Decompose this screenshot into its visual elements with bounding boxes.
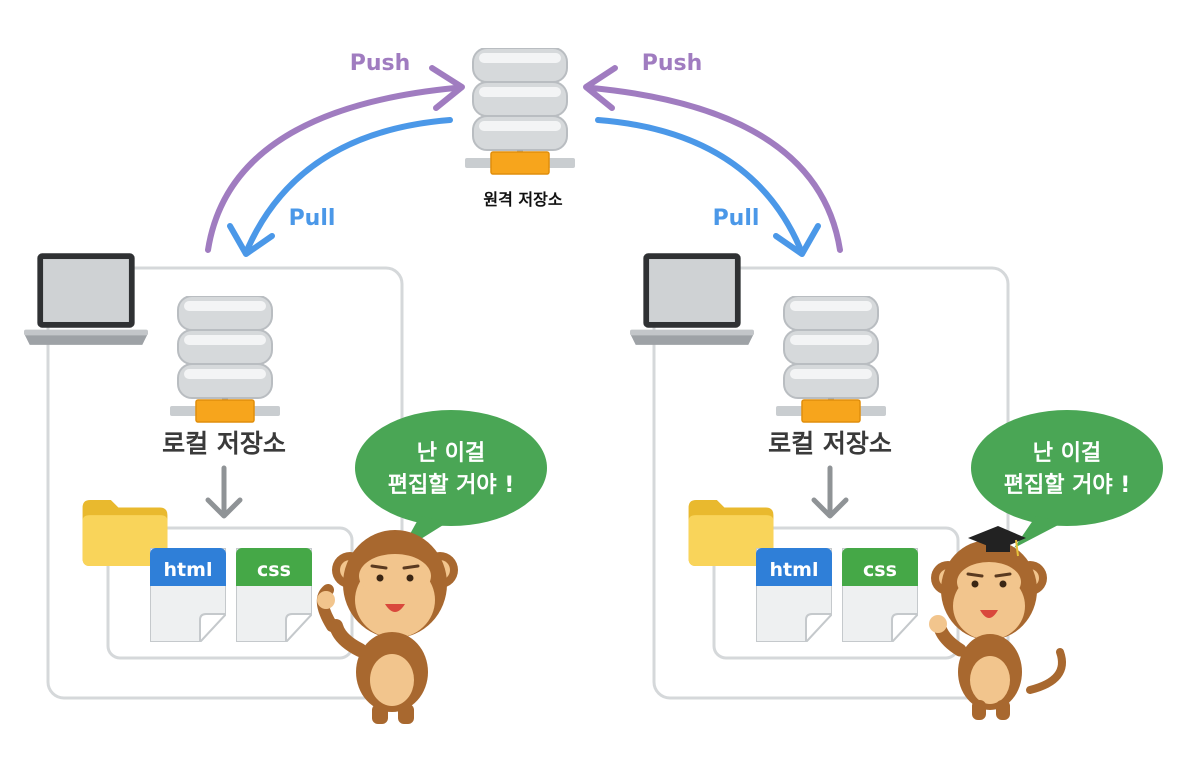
push-arrowhead-left [429, 65, 465, 111]
workstation-right: 로컬 저장소 html css 난 이걸 편집할 거야 ! [630, 253, 1163, 720]
push-arrowhead-right [583, 65, 618, 111]
local-repository-label: 로컬 저장소 [162, 429, 286, 458]
css-file-label: css [257, 559, 291, 581]
css-file: css [842, 548, 918, 642]
monkey-character [929, 526, 1066, 720]
workstation-left: 로컬 저장소 html css 난 이걸 편집할 거야 ! [24, 253, 547, 724]
css-file: css [236, 548, 312, 642]
speech-bubble: 난 이걸 편집할 거야 ! [355, 410, 547, 552]
remote-repository-label: 원격 저장소 [483, 190, 562, 209]
pull-label-left: Pull [289, 206, 336, 231]
down-arrow-icon [205, 465, 243, 519]
html-file-label: html [770, 559, 819, 581]
html-file-label: html [164, 559, 213, 581]
pull-arrowhead-left [227, 223, 275, 257]
bubble-line-2: 편집할 거야 ! [1004, 473, 1131, 498]
monkey-character [316, 530, 458, 724]
css-file-label: css [863, 559, 897, 581]
laptop-icon [630, 253, 754, 345]
local-server-icon [774, 296, 888, 424]
pull-label-right: Pull [713, 206, 760, 231]
sync-arrows: Push Pull Push Pull [205, 51, 843, 257]
remote-server-icon [465, 48, 575, 175]
bubble-line-1: 난 이걸 [1033, 441, 1101, 466]
push-label-left: Push [350, 51, 411, 76]
bubble-line-1: 난 이걸 [417, 441, 485, 466]
push-label-right: Push [642, 51, 703, 76]
graduation-cap-icon [968, 526, 1026, 557]
bubble-line-2: 편집할 거야 ! [388, 473, 515, 498]
down-arrow-icon [811, 465, 849, 519]
pull-arrowhead-right [773, 223, 821, 257]
local-server-icon [168, 296, 282, 424]
speech-bubble: 난 이걸 편집할 거야 ! [971, 410, 1163, 548]
remote-repository: 원격 저장소 [465, 48, 575, 209]
local-repository-label: 로컬 저장소 [768, 429, 892, 458]
pull-arrow-right [595, 117, 803, 251]
laptop-icon [24, 253, 148, 345]
push-arrow-left [205, 85, 458, 253]
pull-arrow-left [245, 117, 453, 251]
html-file: html [756, 548, 832, 642]
push-arrow-right [589, 85, 843, 253]
html-file: html [150, 548, 226, 642]
